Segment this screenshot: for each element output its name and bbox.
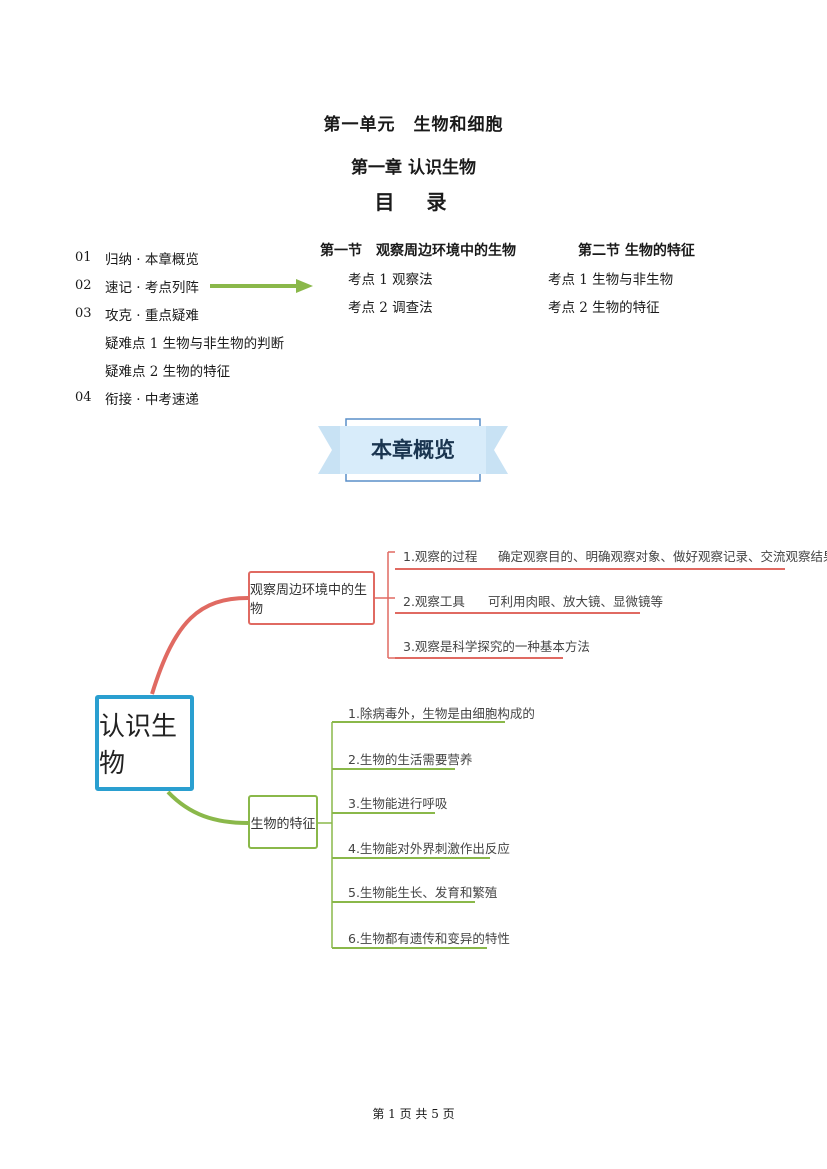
mindmap-leaf: 1.观察的过程: [403, 549, 478, 564]
toc-num: 03: [75, 306, 92, 321]
banner-ribbon: [318, 418, 508, 482]
toc-item: 衔接 · 中考速递: [105, 392, 199, 408]
mindmap-root: 认识生物: [95, 695, 194, 791]
mindmap-leaf: 3.观察是科学探究的一种基本方法: [403, 639, 590, 654]
mindmap-branch: 观察周边环境中的生物: [248, 571, 375, 625]
exam-point: 考点 2 调查法: [348, 300, 433, 316]
mindmap-leaf-detail: 确定观察目的、明确观察对象、做好观察记录、交流观察结果: [498, 549, 827, 564]
toc-heading: 目 录: [374, 190, 453, 214]
arrow-right-icon: [210, 279, 313, 293]
mindmap-leaf: 1.除病毒外，生物是由细胞构成的: [348, 706, 535, 721]
mindmap-leaf: 6.生物都有遗传和变异的特性: [348, 931, 510, 946]
toc-num: 04: [75, 390, 92, 405]
mindmap-leaf: 5.生物能生长、发育和繁殖: [348, 885, 498, 900]
mindmap-leaf: 4.生物能对外界刺激作出反应: [348, 841, 510, 856]
mindmap-leaf: 3.生物能进行呼吸: [348, 796, 448, 811]
mindmap-leaf: 2.观察工具: [403, 594, 465, 609]
page-footer: 第 1 页 共 5 页: [372, 1107, 455, 1121]
exam-point: 考点 2 生物的特征: [548, 300, 660, 316]
exam-point: 考点 1 生物与非生物: [548, 272, 674, 288]
mindmap-connectors: [150, 551, 785, 949]
toc-item: 速记 · 考点列阵: [105, 280, 199, 296]
section-title: 第一节 观察周边环境中的生物: [320, 243, 516, 259]
toc-num: 01: [75, 250, 92, 265]
unit-title: 第一单元 生物和细胞: [323, 115, 504, 135]
toc-item: 归纳 · 本章概览: [105, 252, 199, 268]
chapter-title: 第一章 认识生物: [351, 158, 476, 178]
mindmap-branch: 生物的特征: [248, 795, 318, 849]
section-title: 第二节 生物的特征: [578, 243, 695, 259]
mindmap-leaf: 2.生物的生活需要营养: [348, 752, 473, 767]
toc-num: 02: [75, 278, 92, 293]
toc-subitem: 疑难点 2 生物的特征: [105, 364, 231, 380]
banner-title: 本章概览: [371, 438, 455, 462]
toc-item: 攻克 · 重点疑难: [105, 308, 199, 324]
toc-subitem: 疑难点 1 生物与非生物的判断: [105, 336, 285, 352]
mindmap-leaf-detail: 可利用肉眼、放大镜、显微镜等: [488, 594, 664, 609]
exam-point: 考点 1 观察法: [348, 272, 433, 288]
